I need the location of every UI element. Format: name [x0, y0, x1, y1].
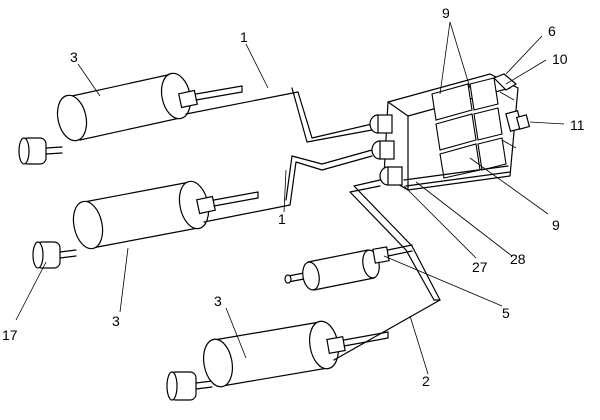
- label-3-bottom: 3: [214, 293, 222, 309]
- cylinder-b: [32, 180, 291, 269]
- cylinder-a: [18, 72, 299, 165]
- label-9-top: 9: [442, 5, 450, 21]
- label-2: 2: [422, 373, 430, 389]
- label-1-top: 1: [240, 29, 248, 45]
- valve-cell-1: [431, 83, 473, 121]
- label-11: 11: [570, 117, 585, 133]
- label-17: 17: [2, 327, 18, 343]
- tubes: [285, 87, 441, 301]
- valve-block: [369, 73, 531, 191]
- label-1-mid: 1: [278, 211, 286, 227]
- label-5: 5: [502, 305, 510, 321]
- label-6: 6: [548, 23, 556, 39]
- label-28: 28: [510, 251, 526, 267]
- label-3-top: 3: [70, 49, 78, 65]
- label-9-right: 9: [552, 217, 560, 233]
- leader-lines: [15, 21, 565, 375]
- label-27: 27: [472, 259, 488, 275]
- cylinder-c: [166, 299, 441, 401]
- small-cylinder: [284, 244, 413, 291]
- label-10: 10: [552, 51, 568, 67]
- label-3-mid: 3: [112, 313, 120, 329]
- valve-ports: [369, 114, 403, 186]
- valve-cell-2: [435, 113, 477, 151]
- reference-labels: 3 1 9 6 10 11 1 9 27 28 17 3 5 3 2: [2, 5, 585, 389]
